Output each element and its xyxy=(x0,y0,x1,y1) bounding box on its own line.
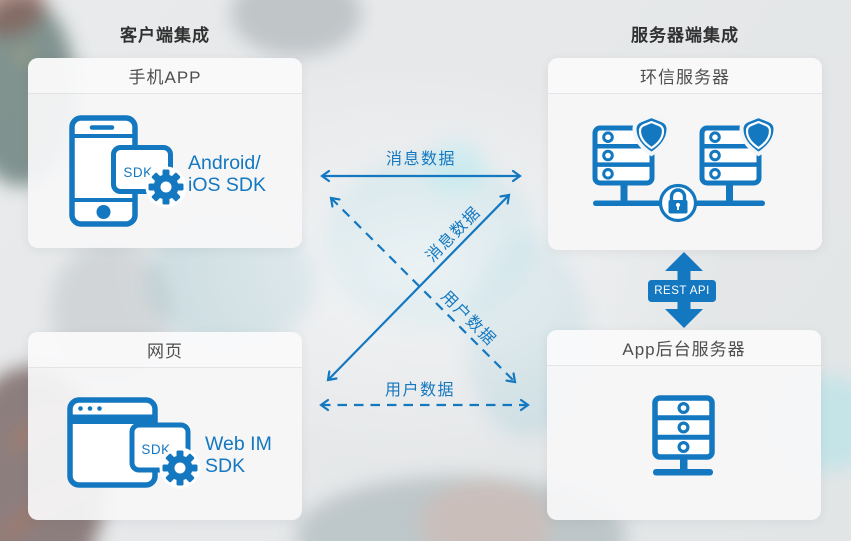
card-web-title: 网页 xyxy=(147,342,183,361)
card-easemob-title: 环信服务器 xyxy=(640,68,730,87)
svg-text:SDK: SDK xyxy=(123,165,152,180)
lock-icon xyxy=(658,183,698,223)
shield-icon xyxy=(739,113,778,157)
label-user-data-bottom: 用户数据 xyxy=(384,382,456,399)
sdk-badge: SDK xyxy=(129,422,191,473)
gear-icon xyxy=(145,166,187,208)
card-mobile-title: 手机APP xyxy=(128,68,202,87)
browser-icon xyxy=(67,397,158,488)
smartphone-icon xyxy=(69,115,138,227)
shield-icon xyxy=(632,113,671,157)
rest-api-connector: REST API xyxy=(645,250,723,330)
card-easemob-server: 环信服务器 xyxy=(548,58,822,250)
card-appserver-title: App后台服务器 xyxy=(622,340,746,359)
gear-icon xyxy=(159,447,201,489)
card-easemob-header: 环信服务器 xyxy=(548,58,822,94)
web-sdk-label-line1: Web IM xyxy=(205,433,272,455)
card-appserver-header: App后台服务器 xyxy=(547,330,821,366)
svg-text:SDK: SDK xyxy=(141,442,170,457)
client-section-header: 客户端集成 xyxy=(120,26,210,45)
card-mobile-header: 手机APP xyxy=(28,58,302,94)
sdk-badge: SDK xyxy=(111,145,173,194)
card-app-backend-server: App后台服务器 xyxy=(547,330,821,520)
network-baseline xyxy=(593,200,765,206)
web-sdk-label-line2: SDK xyxy=(205,455,245,477)
server-rack-icon xyxy=(699,125,762,186)
card-web-header: 网页 xyxy=(28,332,302,368)
mobile-sdk-label-line1: Android/ xyxy=(188,152,261,174)
card-mobile-app: 手机APP SDK xyxy=(28,58,302,248)
rest-api-label: REST API xyxy=(648,280,716,302)
mobile-sdk-label-line2: iOS SDK xyxy=(188,174,266,196)
card-web-page: 网页 SDK xyxy=(28,332,302,520)
server-rack-icon xyxy=(652,395,715,476)
server-section-header: 服务器端集成 xyxy=(631,26,739,45)
label-message-data-top: 消息数据 xyxy=(385,151,457,168)
server-rack-icon xyxy=(592,125,655,186)
